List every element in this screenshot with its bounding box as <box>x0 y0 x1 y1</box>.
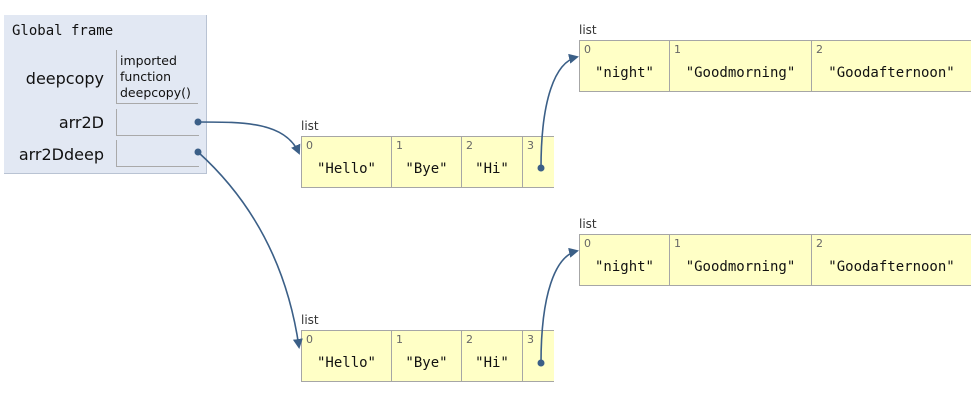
var-value-arr2Ddeep <box>116 140 199 167</box>
list-value: "night" <box>594 259 654 275</box>
function-reference: imported function deepcopy() <box>120 53 191 101</box>
list-index: 0 <box>584 237 591 250</box>
list-index: 2 <box>816 43 823 56</box>
global-frame: Global frame deepcopy imported function … <box>4 15 207 174</box>
frame-title: Global frame <box>12 23 114 39</box>
list-value: "Goodmorning" <box>685 259 796 275</box>
list-cell: 0 "Hello" <box>302 137 392 187</box>
var-value-arr2D <box>116 109 199 136</box>
list-arr2Ddeep: 0 "Hello" 1 "Bye" 2 "Hi" 3 <box>301 330 554 382</box>
list-index: 3 <box>527 139 534 152</box>
list-index: 1 <box>396 333 403 346</box>
list-value: "Hi" <box>475 161 509 177</box>
list-cell: 1 "Goodmorning" <box>670 41 812 91</box>
list-index: 0 <box>306 333 313 346</box>
list-value: "Goodmorning" <box>685 65 796 81</box>
list-value: "Bye" <box>405 161 448 177</box>
list-value: "Hi" <box>475 355 509 371</box>
list-cell: 2 "Goodafternoon" <box>812 235 971 285</box>
function-line: deepcopy() <box>120 85 191 100</box>
list-cell: 0 "night" <box>580 41 670 91</box>
var-name-deepcopy: deepcopy <box>25 69 104 88</box>
list-index: 1 <box>674 43 681 56</box>
list-arr2D: 0 "Hello" 1 "Bye" 2 "Hi" 3 <box>301 136 554 188</box>
list-caption: list <box>301 313 319 327</box>
list-caption: list <box>301 119 319 133</box>
list-value: "Goodafternoon" <box>828 65 955 81</box>
list-cell: 3 <box>523 137 554 187</box>
list-index: 2 <box>466 333 473 346</box>
list-arr2D-inner: 0 "night" 1 "Goodmorning" 2 "Goodafterno… <box>579 40 971 92</box>
function-line: imported <box>120 53 177 68</box>
list-cell: 0 "Hello" <box>302 331 392 381</box>
arrow-arr2Ddeep <box>197 151 303 349</box>
list-cell: 2 "Goodafternoon" <box>812 41 971 91</box>
list-index: 3 <box>527 333 534 346</box>
list-caption: list <box>579 217 597 231</box>
var-name-arr2Ddeep: arr2Ddeep <box>18 145 104 164</box>
list-value: "Bye" <box>405 355 448 371</box>
arrow-arr2D <box>197 121 301 155</box>
list-value: "Goodafternoon" <box>828 259 955 275</box>
list-caption: list <box>579 23 597 37</box>
list-index: 0 <box>306 139 313 152</box>
arrow-deep-list-to-inner <box>540 247 579 364</box>
list-index: 1 <box>396 139 403 152</box>
list-arr2Ddeep-inner: 0 "night" 1 "Goodmorning" 2 "Goodafterno… <box>579 234 971 286</box>
arrow-list-to-inner <box>540 53 579 169</box>
var-name-arr2D: arr2D <box>58 113 104 132</box>
deepcopy-box-border <box>116 50 117 103</box>
list-cell: 1 "Goodmorning" <box>670 235 812 285</box>
list-cell: 2 "Hi" <box>462 331 523 381</box>
list-cell: 1 "Bye" <box>392 137 462 187</box>
deepcopy-box-bottom <box>116 103 198 104</box>
list-index: 1 <box>674 237 681 250</box>
list-value: "Hello" <box>316 355 376 371</box>
list-value: "Hello" <box>316 161 376 177</box>
list-index: 2 <box>466 139 473 152</box>
list-index: 2 <box>816 237 823 250</box>
list-cell: 0 "night" <box>580 235 670 285</box>
function-line: function <box>120 69 172 84</box>
list-index: 0 <box>584 43 591 56</box>
list-cell: 2 "Hi" <box>462 137 523 187</box>
list-cell: 1 "Bye" <box>392 331 462 381</box>
list-cell: 3 <box>523 331 554 381</box>
list-value: "night" <box>594 65 654 81</box>
